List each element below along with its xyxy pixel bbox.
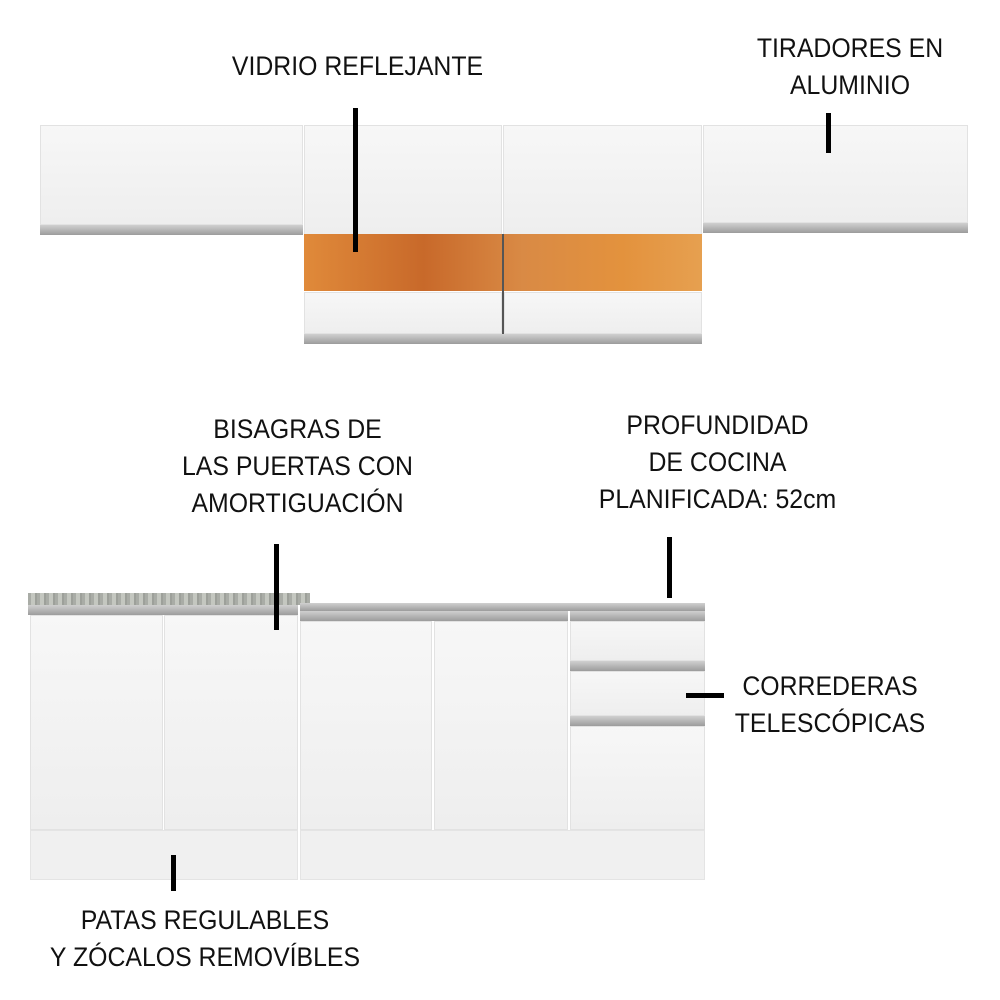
removable-plinth-left: [30, 830, 298, 880]
label-line: CORREDERAS: [742, 671, 918, 701]
base-door-1: [30, 615, 163, 830]
label-line: AMORTIGUACIÓN: [191, 488, 404, 518]
label-handles: TIRADORES EN ALUMINIO: [712, 30, 988, 104]
callout-line-depth: [667, 537, 672, 598]
label-line: TELESCÓPICAS: [734, 708, 926, 738]
upper-cabinet-center-left: [304, 125, 502, 235]
label-line: Y ZÓCALOS REMOVÍBLES: [49, 942, 361, 972]
drawer-handle: [570, 716, 705, 726]
drawer-2: [570, 671, 705, 716]
door-divider: [502, 234, 504, 344]
base-door-3: [300, 621, 432, 830]
callout-line-feet: [171, 855, 176, 891]
upper-cabinet-right: [703, 125, 968, 223]
callout-line-handles: [826, 113, 831, 153]
callout-line-slides: [686, 693, 724, 698]
label-glass: VIDRIO REFLEJANTE: [194, 48, 521, 85]
upper-cabinet-left: [40, 125, 303, 225]
aluminum-handle: [304, 334, 702, 344]
label-line: VIDRIO REFLEJANTE: [231, 51, 484, 81]
label-line: DE COCINA: [648, 447, 787, 477]
label-line: PROFUNDIDAD: [626, 410, 809, 440]
handle-rail: [570, 611, 705, 621]
aluminum-handle: [703, 223, 968, 233]
label-line: ALUMINIO: [789, 70, 911, 100]
handle-rail: [28, 605, 298, 615]
base-door-4: [434, 621, 568, 830]
upper-cabinet-center-right: [503, 125, 702, 235]
label-line: PLANIFICADA: 52cm: [598, 484, 837, 514]
label-feet: PATAS REGULABLES Y ZÓCALOS REMOVÍBLES: [35, 902, 375, 976]
aluminum-handle: [40, 225, 303, 235]
label-line: BISAGRAS DE: [213, 414, 382, 444]
upper-glass-door-bottom-left: [304, 292, 502, 334]
label-line: LAS PUERTAS CON: [181, 451, 413, 481]
upper-glass-door-bottom-right: [504, 292, 702, 334]
label-line: TIRADORES EN: [756, 33, 944, 63]
top-rail: [300, 603, 705, 611]
label-depth: PROFUNDIDAD DE COCINA PLANIFICADA: 52cm: [563, 407, 871, 518]
callout-line-hinges: [274, 544, 279, 630]
countertop: [28, 593, 310, 605]
base-door-2: [164, 615, 298, 830]
label-slides: CORREDERAS TELESCÓPICAS: [724, 668, 936, 742]
removable-plinth-right: [300, 830, 705, 880]
drawer-handle: [570, 661, 705, 671]
label-hinges: BISAGRAS DE LAS PUERTAS CON AMORTIGUACIÓ…: [153, 411, 443, 522]
handle-rail: [300, 611, 568, 621]
drawer-3: [570, 726, 705, 830]
drawer-1: [570, 621, 705, 661]
label-line: PATAS REGULABLES: [80, 905, 330, 935]
callout-line-glass: [353, 108, 358, 252]
